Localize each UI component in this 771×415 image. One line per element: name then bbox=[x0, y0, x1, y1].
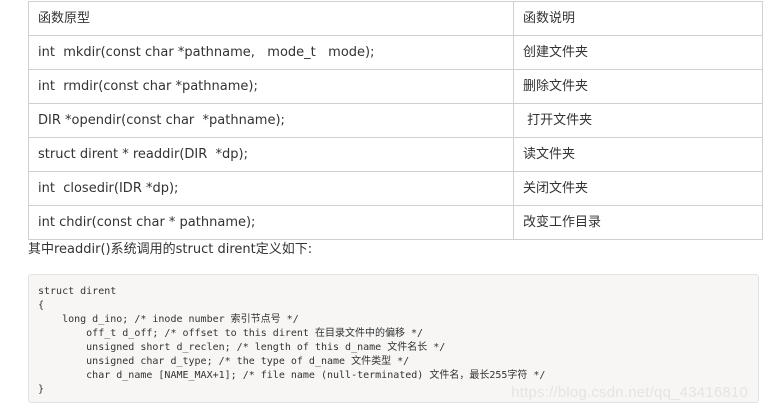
description-cell: 改变工作目录 bbox=[513, 205, 763, 240]
description-cell: 关闭文件夹 bbox=[513, 171, 763, 206]
table-row: struct dirent * readdir(DIR *dp); 读文件夹 bbox=[28, 137, 763, 172]
code-line: struct dirent bbox=[38, 286, 117, 297]
table-row: int mkdir(const char *pathname, mode_t m… bbox=[28, 35, 763, 70]
description-cell: 删除文件夹 bbox=[513, 69, 763, 104]
code-line: char d_name [NAME_MAX+1]; /* file name (… bbox=[38, 370, 546, 381]
prototype-cell: int mkdir(const char *pathname, mode_t m… bbox=[28, 35, 514, 70]
intro-paragraph: 其中readdir()系统调用的struct dirent定义如下: bbox=[28, 242, 313, 257]
code-line: unsigned char d_type; /* the type of d_n… bbox=[38, 356, 410, 367]
table-row: DIR *opendir(const char *pathname); 打开文件… bbox=[28, 103, 763, 138]
code-line: long d_ino; /* inode number 索引节点号 */ bbox=[38, 314, 299, 325]
function-table: 函数原型 函数说明 int mkdir(const char *pathname… bbox=[28, 1, 763, 240]
prototype-cell: int rmdir(const char *pathname); bbox=[28, 69, 514, 104]
header-description: 函数说明 bbox=[513, 1, 763, 36]
code-line: } bbox=[38, 384, 45, 395]
table-header-row: 函数原型 函数说明 bbox=[28, 1, 763, 36]
table-row: int closedir(IDR *dp); 关闭文件夹 bbox=[28, 171, 763, 206]
description-cell: 读文件夹 bbox=[513, 137, 763, 172]
code-text[interactable]: struct dirent { long d_ino; /* inode num… bbox=[38, 285, 545, 397]
prototype-cell: int chdir(const char * pathname); bbox=[28, 205, 514, 240]
code-line: { bbox=[38, 300, 45, 311]
watermark: https://blog.csdn.net/qq_43416810 bbox=[511, 384, 748, 401]
table-row: int chdir(const char * pathname); 改变工作目录 bbox=[28, 205, 763, 240]
prototype-cell: struct dirent * readdir(DIR *dp); bbox=[28, 137, 514, 172]
code-block[interactable]: struct dirent { long d_ino; /* inode num… bbox=[28, 274, 759, 403]
prototype-cell: int closedir(IDR *dp); bbox=[28, 171, 514, 206]
prototype-cell: DIR *opendir(const char *pathname); bbox=[28, 103, 514, 138]
description-cell: 创建文件夹 bbox=[513, 35, 763, 70]
code-line: unsigned short d_reclen; /* length of th… bbox=[38, 342, 446, 353]
table-row: int rmdir(const char *pathname); 删除文件夹 bbox=[28, 69, 763, 104]
code-line: off_t d_off; /* offset to this dirent 在目… bbox=[38, 328, 424, 339]
description-cell: 打开文件夹 bbox=[513, 103, 763, 138]
header-prototype: 函数原型 bbox=[28, 1, 514, 36]
